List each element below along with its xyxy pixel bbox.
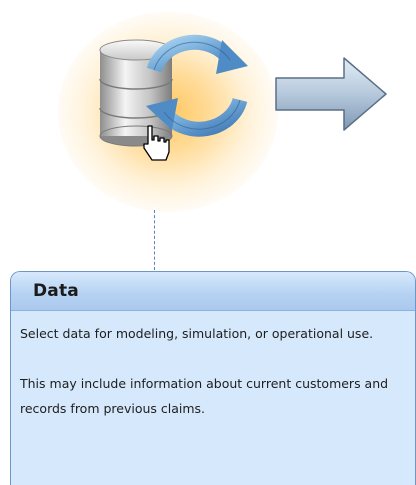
database-refresh-icon bbox=[99, 34, 248, 161]
panel-body: Select data for modeling, simulation, or… bbox=[11, 311, 415, 421]
panel-details: This may include information about curre… bbox=[20, 376, 389, 416]
panel-description: Select data for modeling, simulation, or… bbox=[20, 326, 374, 341]
dashed-connector bbox=[154, 210, 155, 270]
next-step-arrow[interactable] bbox=[274, 56, 390, 132]
right-arrow-icon bbox=[275, 57, 387, 131]
hand-pointer-icon bbox=[143, 125, 170, 161]
data-step-button[interactable] bbox=[96, 30, 256, 170]
data-info-panel: Data Select data for modeling, simulatio… bbox=[10, 271, 416, 485]
panel-title: Data bbox=[33, 281, 79, 301]
refresh-arrows-icon bbox=[146, 34, 248, 137]
panel-header: Data bbox=[11, 272, 415, 311]
